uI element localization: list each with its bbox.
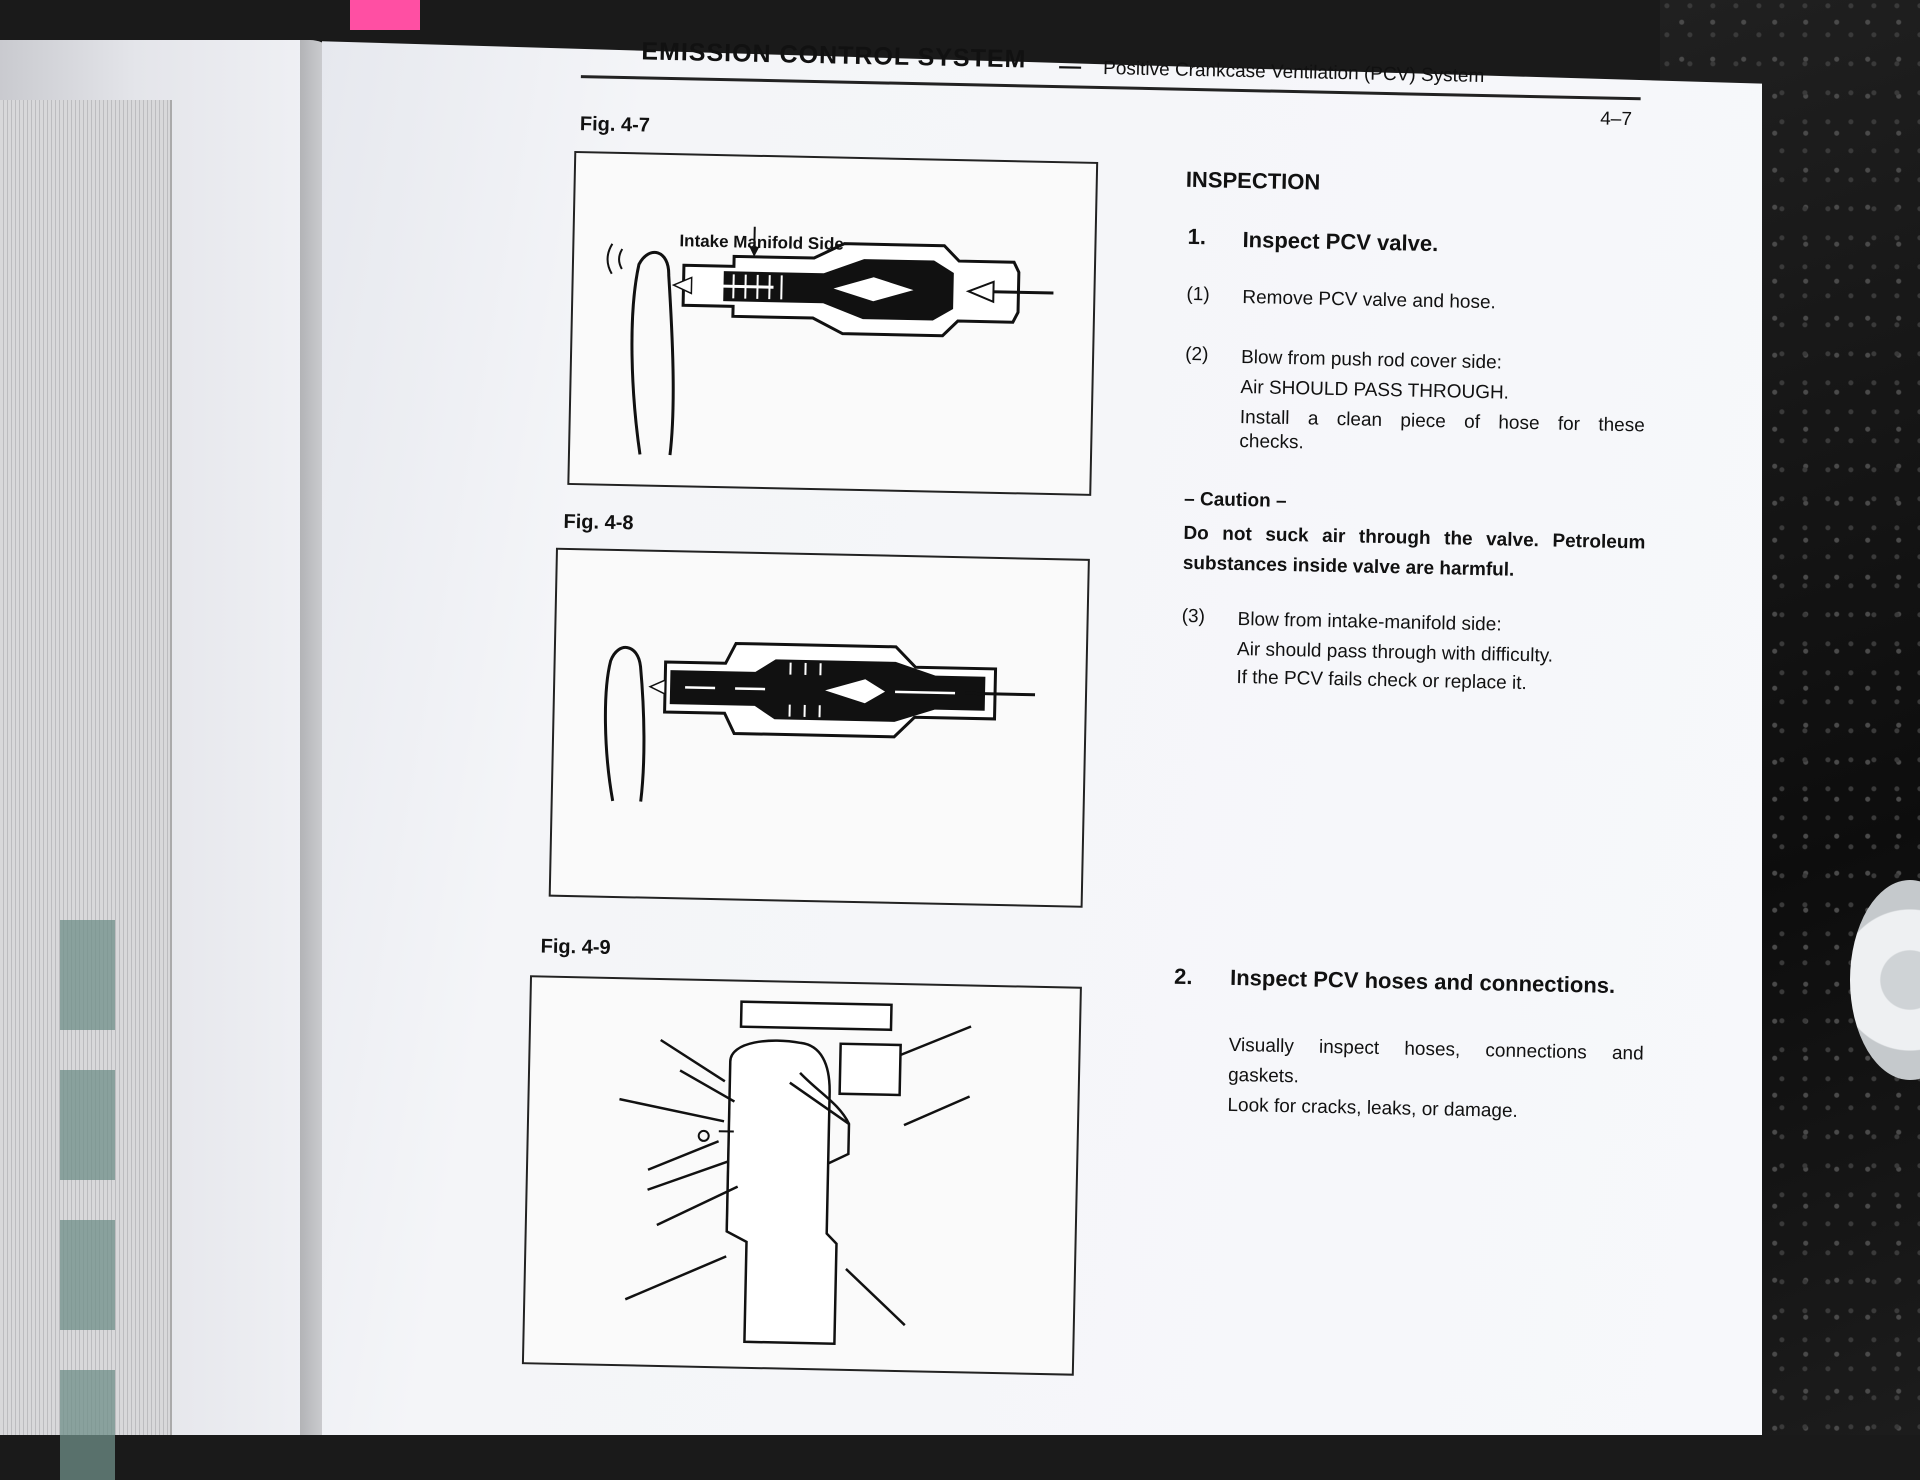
sub-step-3-line1: Blow from intake-manifold side: bbox=[1237, 609, 1501, 637]
fig-4-8-illustration bbox=[549, 548, 1090, 908]
sub-step-3-line3: If the PCV fails check or replace it. bbox=[1236, 667, 1527, 695]
page-number: 4–7 bbox=[1600, 108, 1632, 131]
sub-step-2-line2: Air SHOULD PASS THROUGH. bbox=[1240, 377, 1509, 405]
step-2-number: 2. bbox=[1174, 964, 1193, 990]
fig-4-8-label: Fig. 4-8 bbox=[563, 511, 633, 535]
header-separator: — bbox=[1059, 53, 1082, 79]
step-2-line3: Look for cracks, leaks, or damage. bbox=[1227, 1095, 1518, 1123]
caution-title: – Caution – bbox=[1184, 489, 1287, 513]
fig-4-7-label: Fig. 4-7 bbox=[580, 113, 650, 137]
sub-step-2-line1: Blow from push rod cover side: bbox=[1241, 347, 1502, 374]
step-2-line1: Visually inspect hoses, connections and bbox=[1228, 1035, 1643, 1066]
inspection-heading: INSPECTION bbox=[1186, 167, 1321, 196]
header-subtitle: Positive Crankcase Ventilation (PCV) Sys… bbox=[1103, 58, 1485, 88]
sub-step-1-text: Remove PCV valve and hose. bbox=[1242, 287, 1496, 314]
sub-step-1-number: (1) bbox=[1186, 284, 1210, 306]
fig-4-9-label: Fig. 4-9 bbox=[540, 935, 610, 959]
fig-4-7-illustration bbox=[567, 151, 1098, 496]
fig-4-7-callout: Intake Manifold Side bbox=[679, 231, 844, 254]
header-title: EMISSION CONTROL SYSTEM bbox=[641, 37, 1027, 74]
fig-4-9-illustration bbox=[522, 975, 1082, 1375]
step-2-title: Inspect PCV hoses and connections. bbox=[1230, 965, 1616, 999]
sub-step-2-number: (2) bbox=[1185, 344, 1209, 366]
step-2-line2: gaskets. bbox=[1228, 1065, 1299, 1088]
sub-step-3-number: (3) bbox=[1181, 606, 1205, 628]
pcv-valve-diagram-2 bbox=[551, 550, 1088, 906]
step-1-title: Inspect PCV valve. bbox=[1242, 227, 1438, 257]
sub-step-3-line2: Air should pass through with difficulty. bbox=[1237, 639, 1554, 668]
caution-text: Do not suck air through the valve. Petro… bbox=[1182, 519, 1645, 589]
step-1-number: 1. bbox=[1187, 224, 1206, 250]
engine-hoses-diagram bbox=[524, 977, 1080, 1373]
photo-scene: EMISSION CONTROL SYSTEM — Positive Crank… bbox=[0, 0, 1920, 1435]
sub-step-2-line4: checks. bbox=[1239, 431, 1304, 454]
pcv-valve-diagram-1 bbox=[569, 153, 1096, 494]
